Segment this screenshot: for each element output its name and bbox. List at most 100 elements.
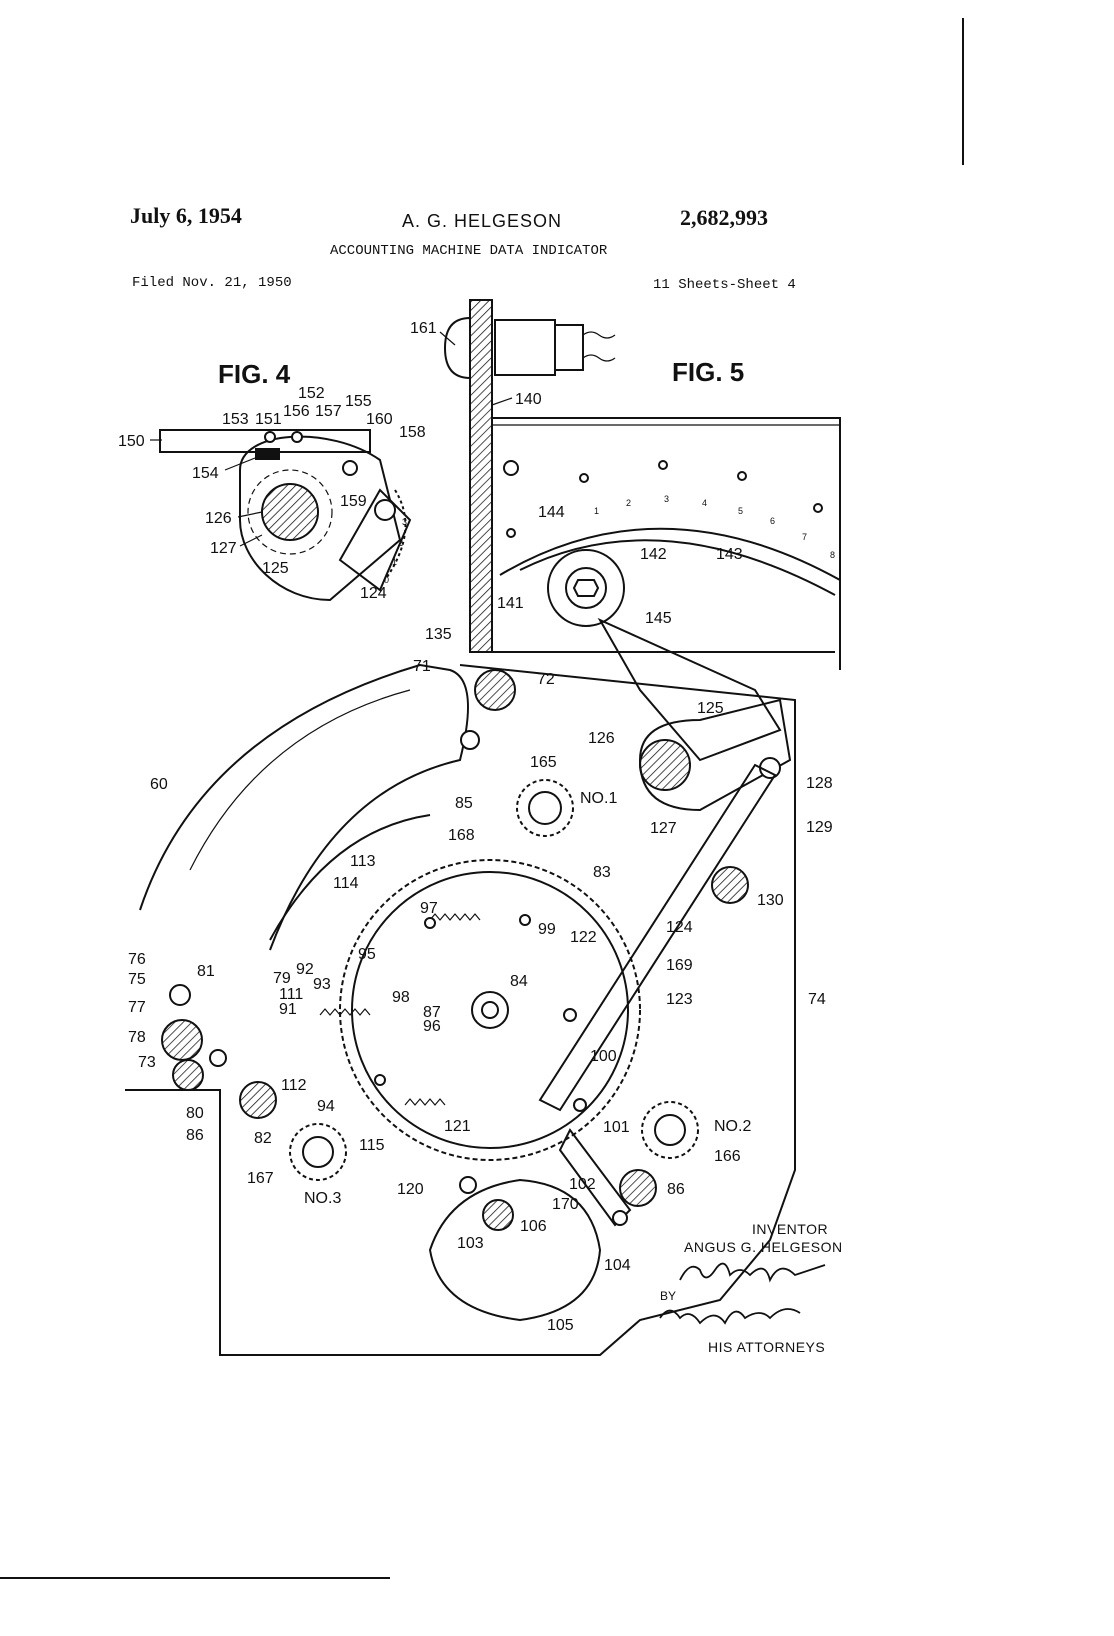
svg-text:1: 1 — [392, 557, 397, 567]
screw-156 — [291, 431, 303, 443]
callout-label: 77 — [128, 999, 146, 1016]
callout-label: 124 — [360, 585, 387, 602]
callout-label: 152 — [298, 385, 325, 402]
pivot-small — [342, 460, 358, 476]
fig4-drawing: FIG. 4 3 2 1 0 — [159, 359, 412, 602]
svg-text:2: 2 — [398, 538, 403, 548]
callout-label: 166 — [714, 1148, 741, 1165]
housing-top — [492, 417, 841, 670]
callout-label: 95 — [358, 946, 376, 963]
key-sector-60 — [139, 663, 469, 951]
gear-167 — [289, 1123, 347, 1181]
lamp-socket — [494, 319, 556, 376]
callout-label: 155 — [345, 393, 372, 410]
callout-label: 60 — [150, 776, 168, 793]
callout-label: 124 — [666, 919, 693, 936]
callout-label: 98 — [392, 989, 410, 1006]
frame-74 — [125, 664, 796, 1356]
callout-label: 92 — [296, 961, 314, 978]
callout-label: 8 — [830, 550, 835, 560]
inventor-header: A. G. HELGESON — [402, 211, 563, 231]
callout-label: 122 — [570, 929, 597, 946]
callout-label: 106 — [520, 1218, 547, 1235]
shaft-130 — [711, 866, 749, 904]
callout-label: 170 — [552, 1196, 579, 1213]
callout-label: 160 — [366, 411, 393, 428]
lever-150 — [159, 429, 371, 453]
callout-label: 145 — [645, 610, 672, 627]
fig5-callouts: 161 140 144 142 143 141 145 135 71 72 12… — [128, 320, 833, 1334]
hub-87 — [471, 991, 509, 1029]
arm-124 — [338, 488, 412, 592]
spring-93 — [319, 1008, 371, 1016]
callout-label: 93 — [313, 976, 331, 993]
callout-label: 104 — [604, 1257, 631, 1274]
gear-165 — [516, 779, 574, 837]
callout-label: 80 — [186, 1105, 204, 1122]
fig4-callouts: 150 153 151 152 156 157 155 160 158 154 … — [118, 385, 426, 602]
svg-text:3: 3 — [402, 517, 407, 527]
hub-127 — [247, 469, 333, 555]
callout-label: 135 — [425, 626, 452, 643]
gear-sector — [384, 489, 407, 581]
callout-label: 130 — [757, 892, 784, 909]
callout-label: 82 — [254, 1130, 272, 1147]
callout-label: 2 — [626, 498, 631, 508]
roller-144 — [547, 549, 625, 627]
callout-label: 75 — [128, 971, 146, 988]
callout-label: 120 — [397, 1181, 424, 1198]
callout-label: 76 — [128, 951, 146, 968]
shaft-126 — [639, 739, 691, 791]
callout-label: 156 — [283, 403, 310, 420]
block-154 — [255, 448, 280, 460]
callout-label: 168 — [448, 827, 475, 844]
callout-label: 140 — [515, 391, 542, 408]
callout-label: 127 — [210, 540, 237, 557]
callout-label: 84 — [510, 973, 528, 990]
callout-label: 126 — [588, 730, 615, 747]
callout-label: 102 — [569, 1176, 596, 1193]
callout-label: NO.2 — [714, 1118, 751, 1135]
callout-label: 71 — [413, 658, 431, 675]
fig5-drawing: FIG. 5 1 2 3 4 5 6 7 8 — [125, 299, 841, 1356]
callout-label: 144 — [538, 504, 565, 521]
screw-151 — [264, 431, 276, 443]
plate-125 — [239, 435, 402, 602]
shaft-106 — [482, 1199, 514, 1231]
callout-label: 113 — [350, 853, 376, 870]
callout-label: 142 — [640, 546, 667, 563]
callout-label: 126 — [205, 510, 232, 527]
callout-label: 101 — [603, 1119, 630, 1136]
callout-label: 96 — [423, 1018, 441, 1035]
screw — [503, 460, 519, 476]
shaft-126 — [261, 483, 319, 541]
callout-label: 159 — [340, 493, 367, 510]
callout-label: 129 — [806, 819, 833, 836]
callout-label: 72 — [537, 671, 555, 688]
callout-label: 143 — [716, 546, 743, 563]
callout-label: NO.3 — [304, 1190, 341, 1207]
callout-label: 103 — [457, 1235, 484, 1252]
callout-label: 85 — [455, 795, 473, 812]
callout-label: 165 — [530, 754, 557, 771]
callout-label: 128 — [806, 775, 833, 792]
signature-scribble — [659, 1262, 826, 1325]
callout-label: 150 — [118, 433, 145, 450]
callout-label: 94 — [317, 1098, 335, 1115]
gear-166 — [641, 1101, 699, 1159]
shaft-78 — [161, 1019, 203, 1061]
lamp-lens-161 — [443, 316, 471, 380]
callout-label: 86 — [667, 1181, 685, 1198]
arm-145 — [597, 617, 782, 762]
callout-label: 100 — [590, 1048, 617, 1065]
fig4-label: FIG. 4 — [218, 359, 291, 389]
callout-label: 127 — [650, 820, 677, 837]
callout-label: 125 — [262, 560, 289, 577]
callout-label: 6 — [770, 516, 775, 526]
callout-label: 169 — [666, 957, 693, 974]
callout-label: 151 — [255, 411, 282, 428]
callout-label: 87 — [423, 1004, 441, 1021]
patent-date: July 6, 1954 — [130, 203, 242, 228]
shaft-72 — [474, 669, 516, 711]
